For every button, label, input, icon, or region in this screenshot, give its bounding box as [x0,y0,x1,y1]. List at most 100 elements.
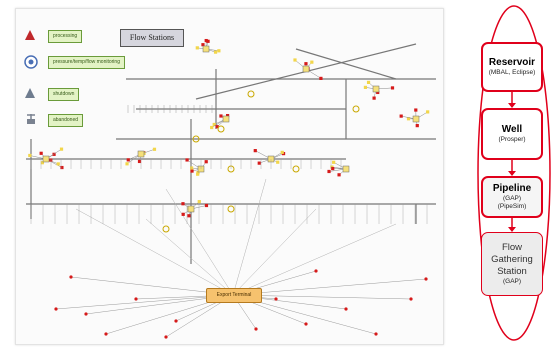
manifold-node [42,155,50,163]
well-marker [210,125,214,130]
stage-subtitle: (MBAL, Eclipse) [488,69,536,76]
well-marker [187,214,191,218]
well-marker [293,58,297,62]
well-node [164,335,168,339]
arrow-down-icon [508,171,516,176]
well-marker [185,158,189,162]
legend-item-abandoned: abandoned [24,113,84,127]
stage-subtitle: (Prosper) [498,136,526,143]
well-marker [39,151,43,155]
well-node [304,322,308,326]
well-node [69,275,73,279]
well-marker [304,62,308,66]
well-marker [372,96,376,100]
export-terminal-label: Export Terminal [206,288,262,303]
well-node [314,269,318,273]
stage-reservoir: Reservoir (MBAL, Eclipse) [481,42,543,92]
spoke-line [145,218,234,296]
legend-item-shutdown: shutdown [24,87,80,101]
stage-subtitle: (GAP) [502,195,522,202]
stage-title: Reservoir [488,57,536,68]
well-marker [414,108,418,112]
well-node [134,297,138,301]
modelling-hierarchy: Reservoir (MBAL, Eclipse) Well (Prosper)… [477,4,551,342]
well-node [374,332,378,336]
well-marker [331,166,335,171]
well-node [84,312,88,316]
manifold-node [137,150,145,158]
well-marker [253,149,257,153]
well-marker [212,122,216,127]
well-marker [204,203,209,208]
well-marker [206,39,210,43]
well-marker [327,169,331,174]
pump-grey-icon [24,113,40,127]
triangle-grey-icon [24,87,40,101]
spoke-line [232,223,397,296]
stage-well: Well (Prosper) [481,108,543,160]
spoke-line [232,294,412,300]
stage-pipeline: Pipeline (GAP) (PipeSim) [481,176,543,218]
spoke-line [232,208,317,296]
well-marker [276,160,280,164]
well-marker [126,158,130,162]
manifold-node [342,165,350,173]
junction-ring [217,125,225,133]
well-marker [201,43,205,47]
spoke-line [232,178,267,296]
legend-label: abandoned [48,113,84,127]
junction-ring [192,135,200,143]
network-diagram-svg [26,38,436,339]
stage-subtitle: (GAP) [502,278,522,285]
well-marker [60,165,64,170]
manifold-node [412,115,420,123]
hierarchy-ellipse-svg [477,5,551,341]
well-marker [332,160,336,164]
legend-label: pressure/temp/flow monitoring [48,55,125,69]
junction-ring [247,90,255,98]
well-marker [59,147,64,151]
well-marker [125,162,129,166]
well-marker [219,114,223,118]
well-marker [52,152,56,156]
well-marker [204,38,208,43]
well-marker [28,153,32,158]
junction-ring [162,225,170,233]
manifold-node [222,115,230,123]
triangle-red-icon [24,29,40,43]
well-node [344,307,348,311]
well-marker [196,171,200,175]
well-marker [215,125,219,129]
well-node [424,277,428,281]
well-marker [195,46,199,50]
stage-title: Pipeline [492,183,532,194]
legend-item-processing: processing [24,29,83,43]
well-marker [399,114,403,118]
trunk-line [295,48,397,80]
stage-title: Flow Gathering Station [491,242,533,277]
arrow-down-icon [508,103,516,108]
well-node [254,327,258,331]
well-marker [40,161,44,165]
junction-ring [227,205,235,213]
flow-stations-title: Flow Stations [120,29,184,47]
stage-subtitle: (PipeSim) [497,203,527,210]
stage-title: Well [501,124,523,135]
spoke-line [232,278,427,296]
well-node [54,307,58,311]
well-marker [137,159,142,164]
legend-item-monitoring: pressure/temp/flow monitoring [24,55,125,69]
well-marker [181,212,185,216]
spoke-line [75,208,234,296]
well-marker [426,110,430,114]
manifold-node [202,45,210,53]
well-marker [319,76,323,80]
well-marker [217,49,221,53]
well-marker [190,169,194,173]
circle-blue-icon [24,55,40,69]
manifold-node [302,65,310,73]
well-node [174,319,178,323]
well-marker [376,90,380,95]
well-marker [337,173,341,177]
well-marker [363,85,368,89]
